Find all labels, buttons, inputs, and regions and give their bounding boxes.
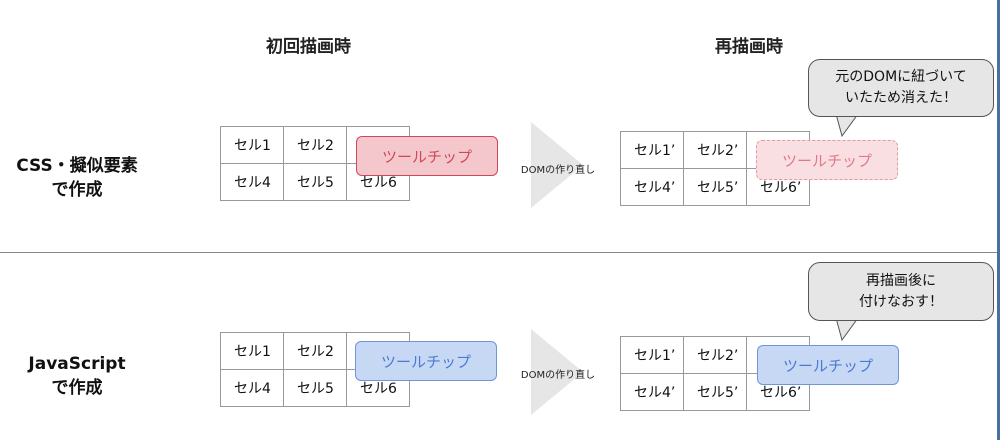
bubble-line: 元のDOMに紐づいて xyxy=(835,69,967,85)
table-cell: セル2’ xyxy=(683,336,747,374)
bubble-line: 付けなおす！ xyxy=(859,293,943,310)
table-cell: セル1 xyxy=(220,126,284,164)
table-cell: セル2 xyxy=(283,332,347,370)
row-label-css: CSS・擬似要素 で作成 xyxy=(2,154,152,202)
speech-bubble-disappeared: 元のDOMに紐づいて いたため消えた！ xyxy=(808,59,994,117)
table-cell: セル4 xyxy=(220,163,284,201)
tooltip-css-rerender-ghost: ツールチップ xyxy=(756,140,898,180)
row-label-line: で作成 xyxy=(51,378,103,398)
table-cell: セル5’ xyxy=(683,168,747,206)
speech-bubble-tail xyxy=(836,318,859,342)
tooltip-css-initial: ツールチップ xyxy=(356,136,498,176)
header-rerender: 再描画時 xyxy=(715,37,783,57)
table-cell: セル5 xyxy=(283,163,347,201)
table-cell: セル5’ xyxy=(683,373,747,411)
table-cell: セル2’ xyxy=(683,131,747,169)
arrow-right-icon xyxy=(531,329,583,415)
bubble-line: いたため消えた！ xyxy=(845,90,957,106)
speech-bubble-tail xyxy=(836,114,859,138)
row-divider xyxy=(0,252,1000,253)
row-label-javascript: JavaScript で作成 xyxy=(2,352,152,400)
row-label-line: CSS・擬似要素 xyxy=(16,156,138,176)
arrow-label: DOMの作り直し xyxy=(520,370,596,381)
table-cell: セル1 xyxy=(220,332,284,370)
bubble-line: 再描画後に xyxy=(866,272,936,289)
table-cell: セル1’ xyxy=(620,131,684,169)
right-edge-line xyxy=(997,0,1000,440)
arrow-right-icon xyxy=(531,122,583,208)
table-cell: セル2 xyxy=(283,126,347,164)
table-cell: セル1’ xyxy=(620,336,684,374)
arrow-label: DOMの作り直し xyxy=(520,165,596,176)
speech-bubble-reattach: 再描画後に 付けなおす！ xyxy=(808,262,994,321)
tooltip-js-rerender: ツールチップ xyxy=(757,345,899,385)
tooltip-js-initial: ツールチップ xyxy=(355,341,497,381)
header-initial-render: 初回描画時 xyxy=(266,37,351,57)
table-cell: セル5 xyxy=(283,369,347,407)
row-label-line: で作成 xyxy=(51,180,103,200)
row-label-line: JavaScript xyxy=(28,354,126,374)
table-cell: セル4 xyxy=(220,369,284,407)
table-cell: セル4’ xyxy=(620,373,684,411)
table-cell: セル4’ xyxy=(620,168,684,206)
